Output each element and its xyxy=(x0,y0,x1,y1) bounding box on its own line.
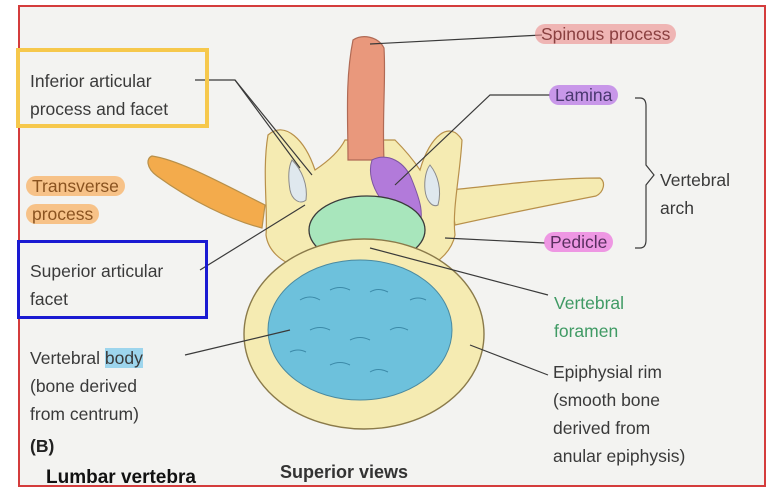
lamina-label: Lamina xyxy=(549,81,618,109)
epiphysial-line3: derived from xyxy=(553,414,685,442)
vertebral-foramen-label: Vertebral foramen xyxy=(554,289,624,345)
vertebral-arch-label: Vertebral arch xyxy=(660,166,730,222)
vertebral-body-label: Vertebral body (bone derived from centru… xyxy=(30,344,143,428)
transverse-line2: process xyxy=(26,204,99,224)
spinous-process-text: Spinous process xyxy=(535,24,676,44)
pedicle-label: Pedicle xyxy=(544,228,613,256)
vertebral-body-line3: from centrum) xyxy=(30,400,143,428)
epiphysial-rim-label: Epiphysial rim (smooth bone derived from… xyxy=(553,358,685,470)
figure-caption: Lumbar vertebra xyxy=(46,466,196,490)
epiphysial-line4: anular epiphysis) xyxy=(553,442,685,470)
spinous-process-shape xyxy=(347,37,384,160)
transverse-process-label: Transverse process xyxy=(26,172,125,228)
superior-articular-line1: Superior articular xyxy=(30,257,163,285)
vertebral-body-prefix: Vertebral xyxy=(30,348,105,368)
spinous-process-label: Spinous process xyxy=(535,20,676,48)
superior-articular-label: Superior articular facet xyxy=(30,257,163,313)
view-caption: Superior views xyxy=(280,460,408,484)
epiphysial-line2: (smooth bone xyxy=(553,386,685,414)
vertebral-body-line2: (bone derived xyxy=(30,372,143,400)
vertebral-body-center xyxy=(268,260,452,400)
transverse-line1: Transverse xyxy=(26,176,125,196)
figure-letter: (B) xyxy=(30,432,54,460)
vertebral-foramen-line1: Vertebral xyxy=(554,289,624,317)
inferior-articular-line2: process and facet xyxy=(30,95,168,123)
vertebral-foramen-line2: foramen xyxy=(554,317,624,345)
inferior-articular-line1: Inferior articular xyxy=(30,67,168,95)
vertebral-body-word: body xyxy=(105,348,143,368)
pedicle-text: Pedicle xyxy=(544,232,613,252)
superior-articular-line2: facet xyxy=(30,285,163,313)
epiphysial-line1: Epiphysial rim xyxy=(553,358,685,386)
left-transverse-process xyxy=(148,156,265,228)
inferior-articular-label: Inferior articular process and facet xyxy=(30,67,168,123)
vertebral-arch-line2: arch xyxy=(660,194,730,222)
right-transverse-process xyxy=(450,178,603,225)
vertebral-arch-line1: Vertebral xyxy=(660,166,730,194)
lamina-text: Lamina xyxy=(549,85,618,105)
